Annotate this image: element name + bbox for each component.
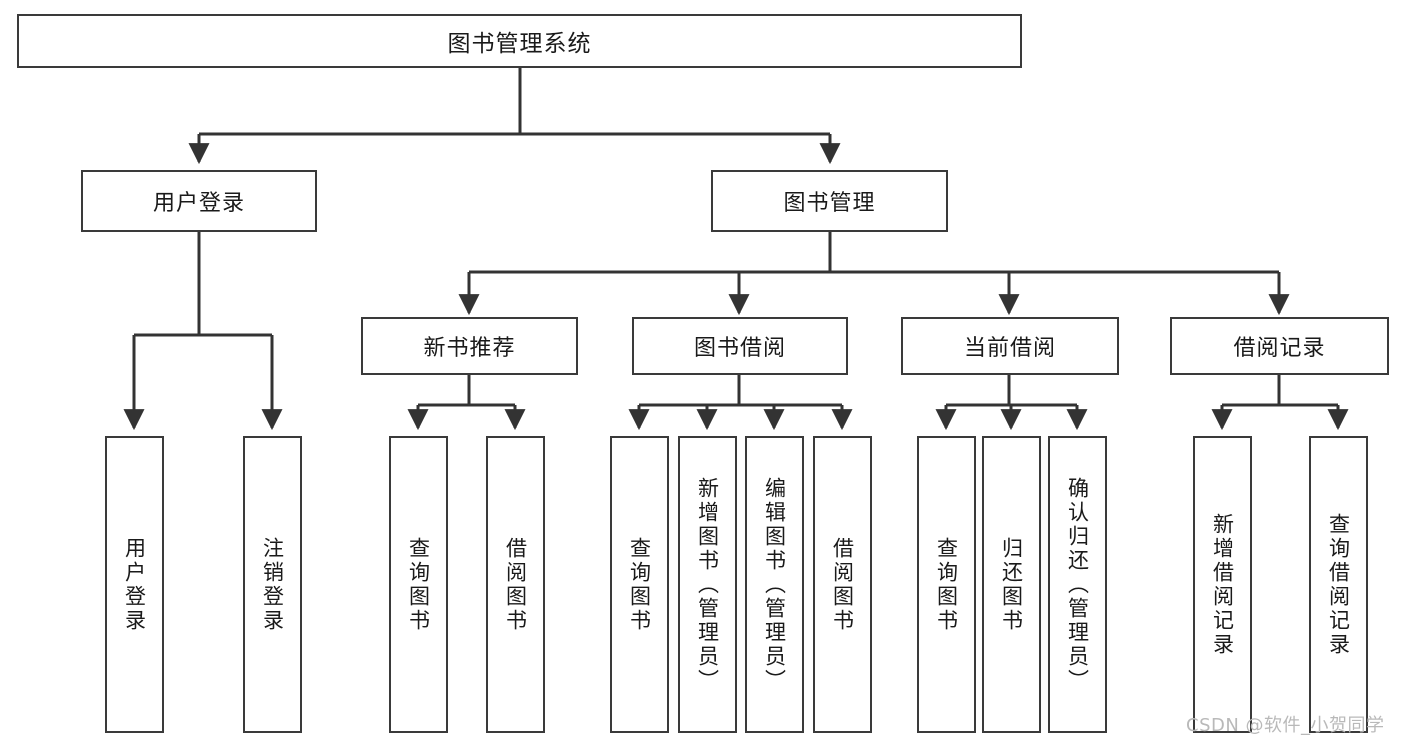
leaf-borrow-edit-book-admin[interactable]: 编辑图书（管理员） [745, 436, 804, 733]
leaf-borrow-query-book[interactable]: 查询图书 [610, 436, 669, 733]
node-label: 图书管理 [783, 191, 876, 216]
node-label: 用户登录 [152, 191, 245, 216]
leaf-recommend-query-book[interactable]: 查询图书 [389, 436, 448, 733]
node-label: 查询图书 [934, 536, 959, 633]
node-label: 查询图书 [406, 536, 431, 633]
leaf-user-login-login[interactable]: 用户登录 [105, 436, 164, 733]
leaf-current-query-book[interactable]: 查询图书 [917, 436, 976, 733]
node-new-book-recommend[interactable]: 新书推荐 [361, 317, 578, 375]
leaf-borrow-add-book-admin[interactable]: 新增图书（管理员） [678, 436, 737, 733]
leaf-record-add-record[interactable]: 新增借阅记录 [1193, 436, 1252, 733]
node-label: 借阅记录 [1233, 336, 1326, 361]
leaf-recommend-borrow-book[interactable]: 借阅图书 [486, 436, 545, 733]
node-label: 借阅图书 [830, 536, 855, 633]
node-label: 用户登录 [122, 536, 147, 633]
node-label: 新书推荐 [423, 336, 516, 361]
leaf-record-query-record[interactable]: 查询借阅记录 [1309, 436, 1368, 733]
leaf-borrow-borrow-book[interactable]: 借阅图书 [813, 436, 872, 733]
node-label: 借阅图书 [503, 536, 528, 633]
node-label: 查询借阅记录 [1326, 512, 1351, 657]
node-current-borrow[interactable]: 当前借阅 [901, 317, 1119, 375]
node-label: 编辑图书（管理员） [762, 476, 787, 693]
node-borrow-record[interactable]: 借阅记录 [1170, 317, 1389, 375]
node-root-book-management-system[interactable]: 图书管理系统 [17, 14, 1022, 68]
node-label: 新增图书（管理员） [695, 476, 720, 693]
node-label: 图书管理系统 [447, 31, 592, 57]
leaf-current-return-book[interactable]: 归还图书 [982, 436, 1041, 733]
node-label: 查询图书 [627, 536, 652, 633]
node-label: 新增借阅记录 [1210, 512, 1235, 657]
node-label: 注销登录 [260, 536, 285, 633]
node-label: 图书借阅 [693, 336, 786, 361]
leaf-user-login-logout[interactable]: 注销登录 [243, 436, 302, 733]
node-label: 当前借阅 [963, 336, 1056, 361]
node-user-login[interactable]: 用户登录 [81, 170, 317, 232]
node-book-management[interactable]: 图书管理 [711, 170, 948, 232]
node-label: 归还图书 [999, 536, 1024, 633]
leaf-current-confirm-return-admin[interactable]: 确认归还（管理员） [1048, 436, 1107, 733]
node-label: 确认归还（管理员） [1065, 476, 1090, 693]
node-book-borrow[interactable]: 图书借阅 [632, 317, 848, 375]
